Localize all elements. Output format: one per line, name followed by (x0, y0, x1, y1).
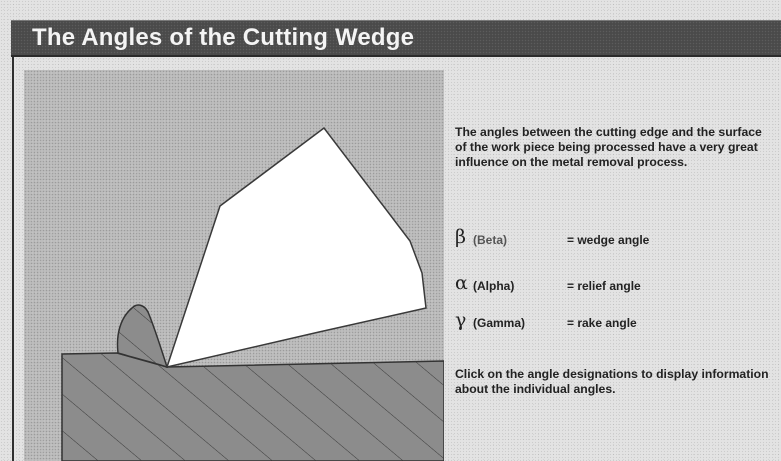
description-text: The angles between the cutting edge and … (455, 125, 762, 169)
angle-row-gamma[interactable]: γ (Gamma) = rake angle (455, 309, 775, 333)
workpiece-hatching (62, 353, 444, 461)
beta-label[interactable]: (Beta) (473, 233, 508, 247)
cutting-tool (165, 126, 427, 369)
alpha-label[interactable]: (Alpha) (473, 279, 515, 293)
gamma-label[interactable]: (Gamma) (473, 316, 526, 330)
cutting-wedge-diagram (24, 70, 444, 461)
diagram-svg (61, 126, 444, 461)
left-border-line (12, 57, 14, 461)
title-bar: The Angles of the Cutting Wedge (11, 20, 781, 57)
chip-hatching (117, 305, 167, 367)
page-title: The Angles of the Cutting Wedge (32, 24, 415, 51)
instruction-text: Click on the angle designations to displ… (455, 367, 769, 396)
angle-row-alpha[interactable]: α (Alpha) = relief angle (455, 272, 775, 296)
gamma-meaning: = rake angle (567, 316, 637, 330)
gamma-symbol[interactable]: γ (455, 309, 467, 331)
alpha-meaning: = relief angle (567, 279, 641, 293)
angle-row-beta[interactable]: β (Beta) = wedge angle (455, 226, 775, 250)
alpha-symbol[interactable]: α (455, 272, 468, 294)
beta-meaning: = wedge angle (567, 233, 650, 247)
beta-symbol[interactable]: β (455, 226, 466, 248)
